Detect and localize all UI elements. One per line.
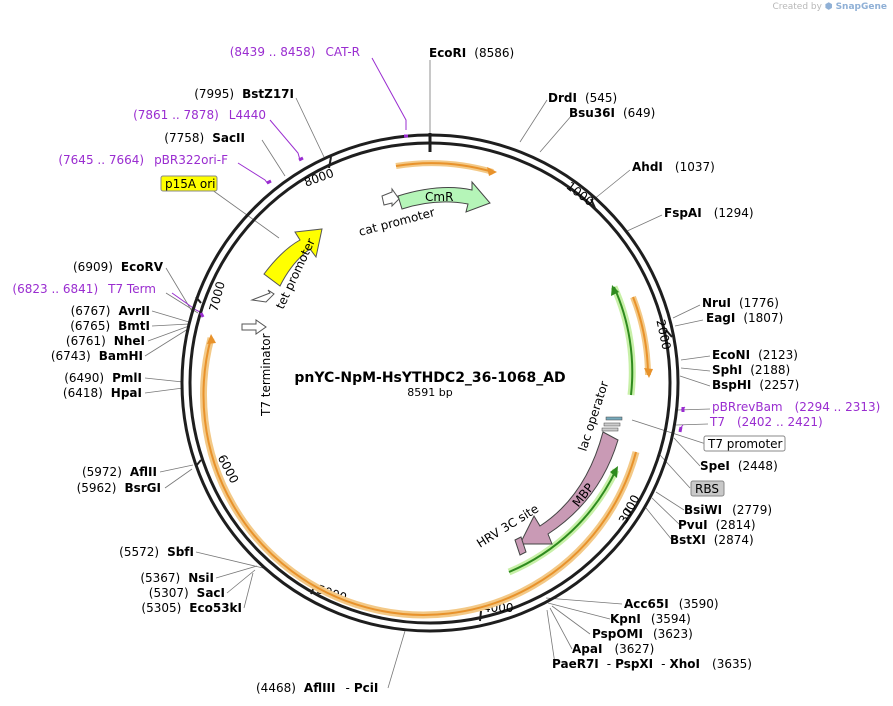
p15a-ori-label: p15A ori [165,177,216,191]
site-nhei: (6761)NheI [66,334,145,348]
site-fspai: FspAI(1294) [664,206,754,220]
green-arrowhead-bottom [610,466,618,478]
tick-marks [195,156,673,622]
site-afliii-group: (4468)AflIII-PciI [256,681,378,695]
site-sbfi: (5572)SbfI [119,545,194,559]
site-aflii: (5972)AflII [82,465,157,479]
site-apai: ApaI(3627) [572,642,654,656]
site-bstxi: BstXI(2874) [670,533,754,547]
site-econi: EcoNI(2123) [712,348,798,362]
snapgene-logo-icon: ⬢ [824,2,833,12]
site-acc65i: Acc65I(3590) [624,597,719,611]
mbp-arrow [519,431,619,545]
tick-label-8000: 8000 [302,166,335,190]
p15a-ori-box [160,175,218,192]
site-sacii: (7758)SacII [164,131,245,145]
t7-promoter-box [703,435,786,452]
primer-t7: T7(2402 .. 2421) [709,415,823,429]
t7-promoter-label: T7 promoter [707,437,783,451]
watermark-prefix: Created by [772,2,822,12]
site-kpni: KpnI(3594) [610,612,691,626]
orange-arrowhead-right [644,368,653,378]
site-bstz17i: (7995)BstZ17I [194,87,294,101]
t7-terminator-arrow [241,319,267,335]
rbs-label: RBS [695,482,719,496]
site-eco53ki: (5305)Eco53kI [141,601,242,615]
site-bsu36i: Bsu36I(649) [569,106,655,120]
primer-marks [199,134,685,433]
site-ecori: EcoRI(8586) [429,46,514,60]
primer-pbr322ori-f: (7645 .. 7664)pBR322ori-F [58,153,228,167]
cmr-label: CmR [425,190,453,204]
rbs-box [690,480,725,497]
site-eagi: EagI(1807) [706,311,783,325]
green-arcs [507,285,636,576]
site-drui: NruI(1776) [702,296,779,310]
tick-label-2000: 2000 [653,318,673,351]
plasmid-length: 8591 bp [407,386,452,399]
cat-promoter-arrow [381,187,400,208]
site-bsiwi: BsiWI(2779) [684,503,772,517]
site-pspomi: PspOMI(3623) [592,627,693,641]
orange-arrowhead-top [487,167,497,176]
orange-arrowhead-left [207,334,216,344]
plasmid-title: pnYC-NpM-HsYTHDC2_36-1068_AD [294,370,565,386]
site-pvui: PvuI(2814) [678,518,756,532]
hrv-site-mark [514,536,527,556]
site-pmli: (6490)PmlI [64,371,142,385]
site-paer7i-group: PaeR7I-PspXI-XhoI(3635) [552,657,752,671]
primer-pbrrevbam: pBRrevBam(2294 .. 2313) [712,400,880,414]
site-spei: SpeI(2448) [700,459,778,473]
t7-terminator-label: T7 terminator [259,333,273,417]
site-nsii: (5367)NsiI [140,571,214,585]
tet-arrow [263,228,323,287]
site-hpai: (6418)HpaI [63,386,142,400]
cmr-arrow [397,180,491,213]
site-ahdi: AhdI(1037) [632,160,715,174]
promoter-cluster [601,416,623,432]
primer-l4440: (7861 .. 7878)L4440 [133,108,266,122]
site-bsrgi: (5962)BsrGI [77,481,161,495]
site-drdi: DrdI(545) [548,91,617,105]
cat-promoter-label: cat promoter [357,205,436,239]
watermark-brand: SnapGene [835,2,887,12]
site-bmti: (6765)BmtI [70,319,150,333]
site-saci: (5307)SacI [149,586,225,600]
primer-t7-term: (6823 .. 6841)T7 Term [12,282,156,296]
snapgene-watermark: Created by ⬢ SnapGene [772,2,887,12]
site-avrii: (6767)AvrII [71,304,150,318]
site-bamhi: (6743)BamHI [51,349,143,363]
site-sphi: SphI(2188) [712,363,790,377]
site-ecorv: (6909)EcoRV [73,260,164,274]
small-feature-arrow [250,289,275,303]
site-bsphi: BspHI(2257) [712,378,799,392]
primer-cat-r: (8439 .. 8458)CAT-R [230,45,360,59]
green-arrowhead-top [611,285,619,296]
